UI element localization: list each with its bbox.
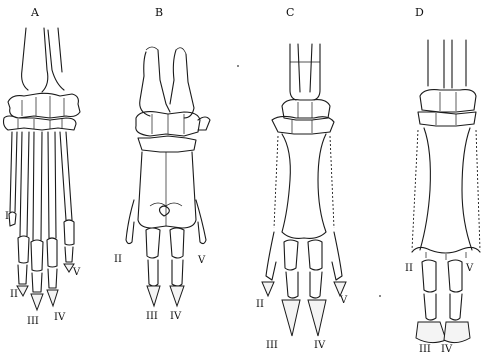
panel-b-skeleton [126,47,210,306]
panel-c-skeleton [262,44,346,336]
panel-a-skeleton [4,28,81,310]
panel-d-skeleton [412,40,480,343]
